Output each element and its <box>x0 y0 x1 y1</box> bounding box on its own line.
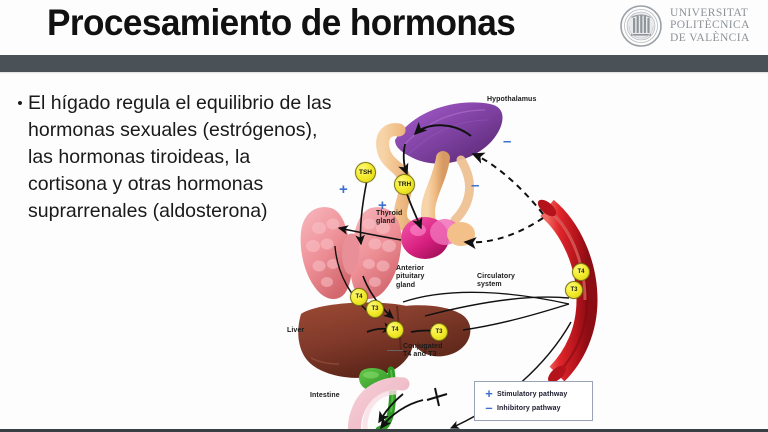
arrow-into-hypothalamus <box>413 121 472 137</box>
dashed-blood-to-hypothalamus <box>471 152 544 215</box>
liver-illustration <box>298 302 471 392</box>
legend-row-inhibitory: – Inhibitory pathway <box>481 401 586 415</box>
sign-plus-tsh: + <box>339 181 348 198</box>
bubble-t3-liver: T3 <box>430 323 448 341</box>
plus-icon: + <box>485 386 493 401</box>
title-divider-bar <box>0 55 768 72</box>
title-divider-shadow <box>0 72 768 74</box>
line-blood-return <box>402 291 570 305</box>
upv-seal-icon <box>620 5 662 47</box>
dashed-blood-to-pituitary <box>463 217 544 250</box>
bubble-t4-liver: T4 <box>386 321 404 339</box>
bullet-list: • El hígado regula el equilibrio de las … <box>12 90 332 225</box>
circulatory-vessel-illustration <box>537 199 598 383</box>
line-liver-to-blood-2 <box>424 296 570 317</box>
hypothalamus-illustration <box>376 102 503 235</box>
list-item: • El hígado regula el equilibrio de las … <box>12 90 332 225</box>
upv-logo: UNIVERSITAT POLITÈCNICA DE VALÈNCIA <box>620 2 760 50</box>
arrow-hypothalamus-to-trh <box>398 143 409 176</box>
label-leader-line <box>387 350 403 351</box>
bullet-marker: • <box>17 95 23 112</box>
sign-minus-pituitary: – <box>471 177 480 194</box>
pathway-legend: + Stimulatory pathway – Inhibitory pathw… <box>474 381 593 421</box>
minus-icon: – <box>485 400 493 415</box>
bullet-body-text: El hígado regula el equilibrio de las ho… <box>28 92 332 222</box>
bubble-tsh: TSH <box>355 162 376 183</box>
legend-label-inhibitory: Inhibitory pathway <box>497 404 561 412</box>
arrow-thyroid-to-hormones <box>362 275 394 319</box>
sign-plus-trh: + <box>378 197 387 214</box>
anterior-pituitary-illustration <box>401 217 475 259</box>
slide-header: Procesamiento de hormonas UNIVERSITAT <box>0 0 768 74</box>
arrow-trh-to-pituitary <box>406 193 423 230</box>
bubble-trh: TRH <box>394 174 415 195</box>
upv-logo-line2: POLITÈCNICA <box>670 19 750 32</box>
label-liver: Liver <box>287 327 305 334</box>
label-hypothalamus: Hypothalamus <box>487 96 537 103</box>
upv-logo-text: UNIVERSITAT POLITÈCNICA DE VALÈNCIA <box>670 7 750 44</box>
bubble-t3-thyroid-out: T3 <box>366 300 384 318</box>
upv-logo-line3: DE VALÈNCIA <box>670 31 750 44</box>
arrow-pituitary-to-tsh <box>337 225 402 241</box>
bottom-edge-band <box>0 429 768 432</box>
bubble-t4-thyroid-out: T4 <box>350 288 368 306</box>
intestine-illustration <box>348 377 410 430</box>
inhibitory-pathways <box>463 152 544 250</box>
excretion-blocked-marks <box>426 387 448 407</box>
legend-row-stimulatory: + Stimulatory pathway <box>481 387 586 401</box>
arrow-tsh-to-thyroid <box>355 179 368 246</box>
page-title: Procesamiento de hormonas <box>47 2 516 43</box>
upv-logo-line1: UNIVERSITAT <box>670 7 749 19</box>
sign-minus-hypothalamus: – <box>503 133 512 150</box>
label-intestine: Intestine <box>310 392 340 399</box>
bubble-t4-blood: T4 <box>572 263 590 281</box>
legend-label-stimulatory: Stimulatory pathway <box>497 390 568 398</box>
diagram-artwork <box>298 102 598 430</box>
line-liver-to-blood <box>462 303 570 331</box>
bubble-t3-blood: T3 <box>565 281 583 299</box>
arrow-enterohepatic <box>380 399 424 430</box>
